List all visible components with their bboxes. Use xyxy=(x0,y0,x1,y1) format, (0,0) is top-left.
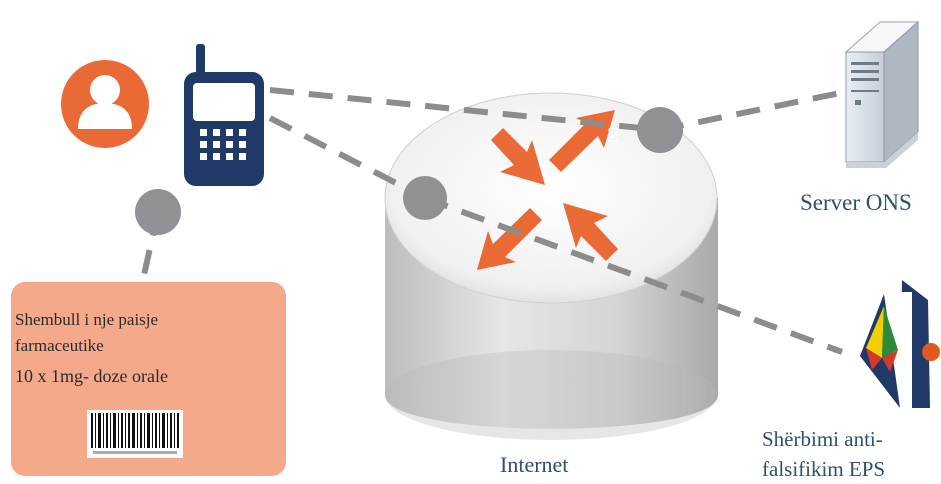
product-card-line3: 10 x 1mg- doze orale xyxy=(15,366,168,386)
product-card-line1: Shembull i nje paisje xyxy=(15,310,159,329)
router-cylinder-icon xyxy=(384,92,718,440)
mobile-phone-icon xyxy=(184,44,264,186)
eps-logo-icon xyxy=(846,280,940,408)
user-icon xyxy=(61,60,149,148)
internet-label: Internet xyxy=(500,452,569,477)
server-icon xyxy=(844,20,920,168)
product-card: Shembull i nje paisje farmaceutike 10 x … xyxy=(11,282,286,476)
barcode-icon xyxy=(87,410,183,458)
connection-nodes xyxy=(135,107,683,235)
eps-label-line1: Shërbimi anti- xyxy=(762,427,883,451)
router-badge: 2 xyxy=(607,122,619,147)
server-ons-label: Server ONS xyxy=(800,190,912,215)
eps-label-line2: falsifikim EPS xyxy=(762,457,886,481)
eps-service-label: Shërbimi anti- falsifikim EPS xyxy=(762,424,885,484)
product-card-line2: farmaceutike xyxy=(15,336,104,355)
